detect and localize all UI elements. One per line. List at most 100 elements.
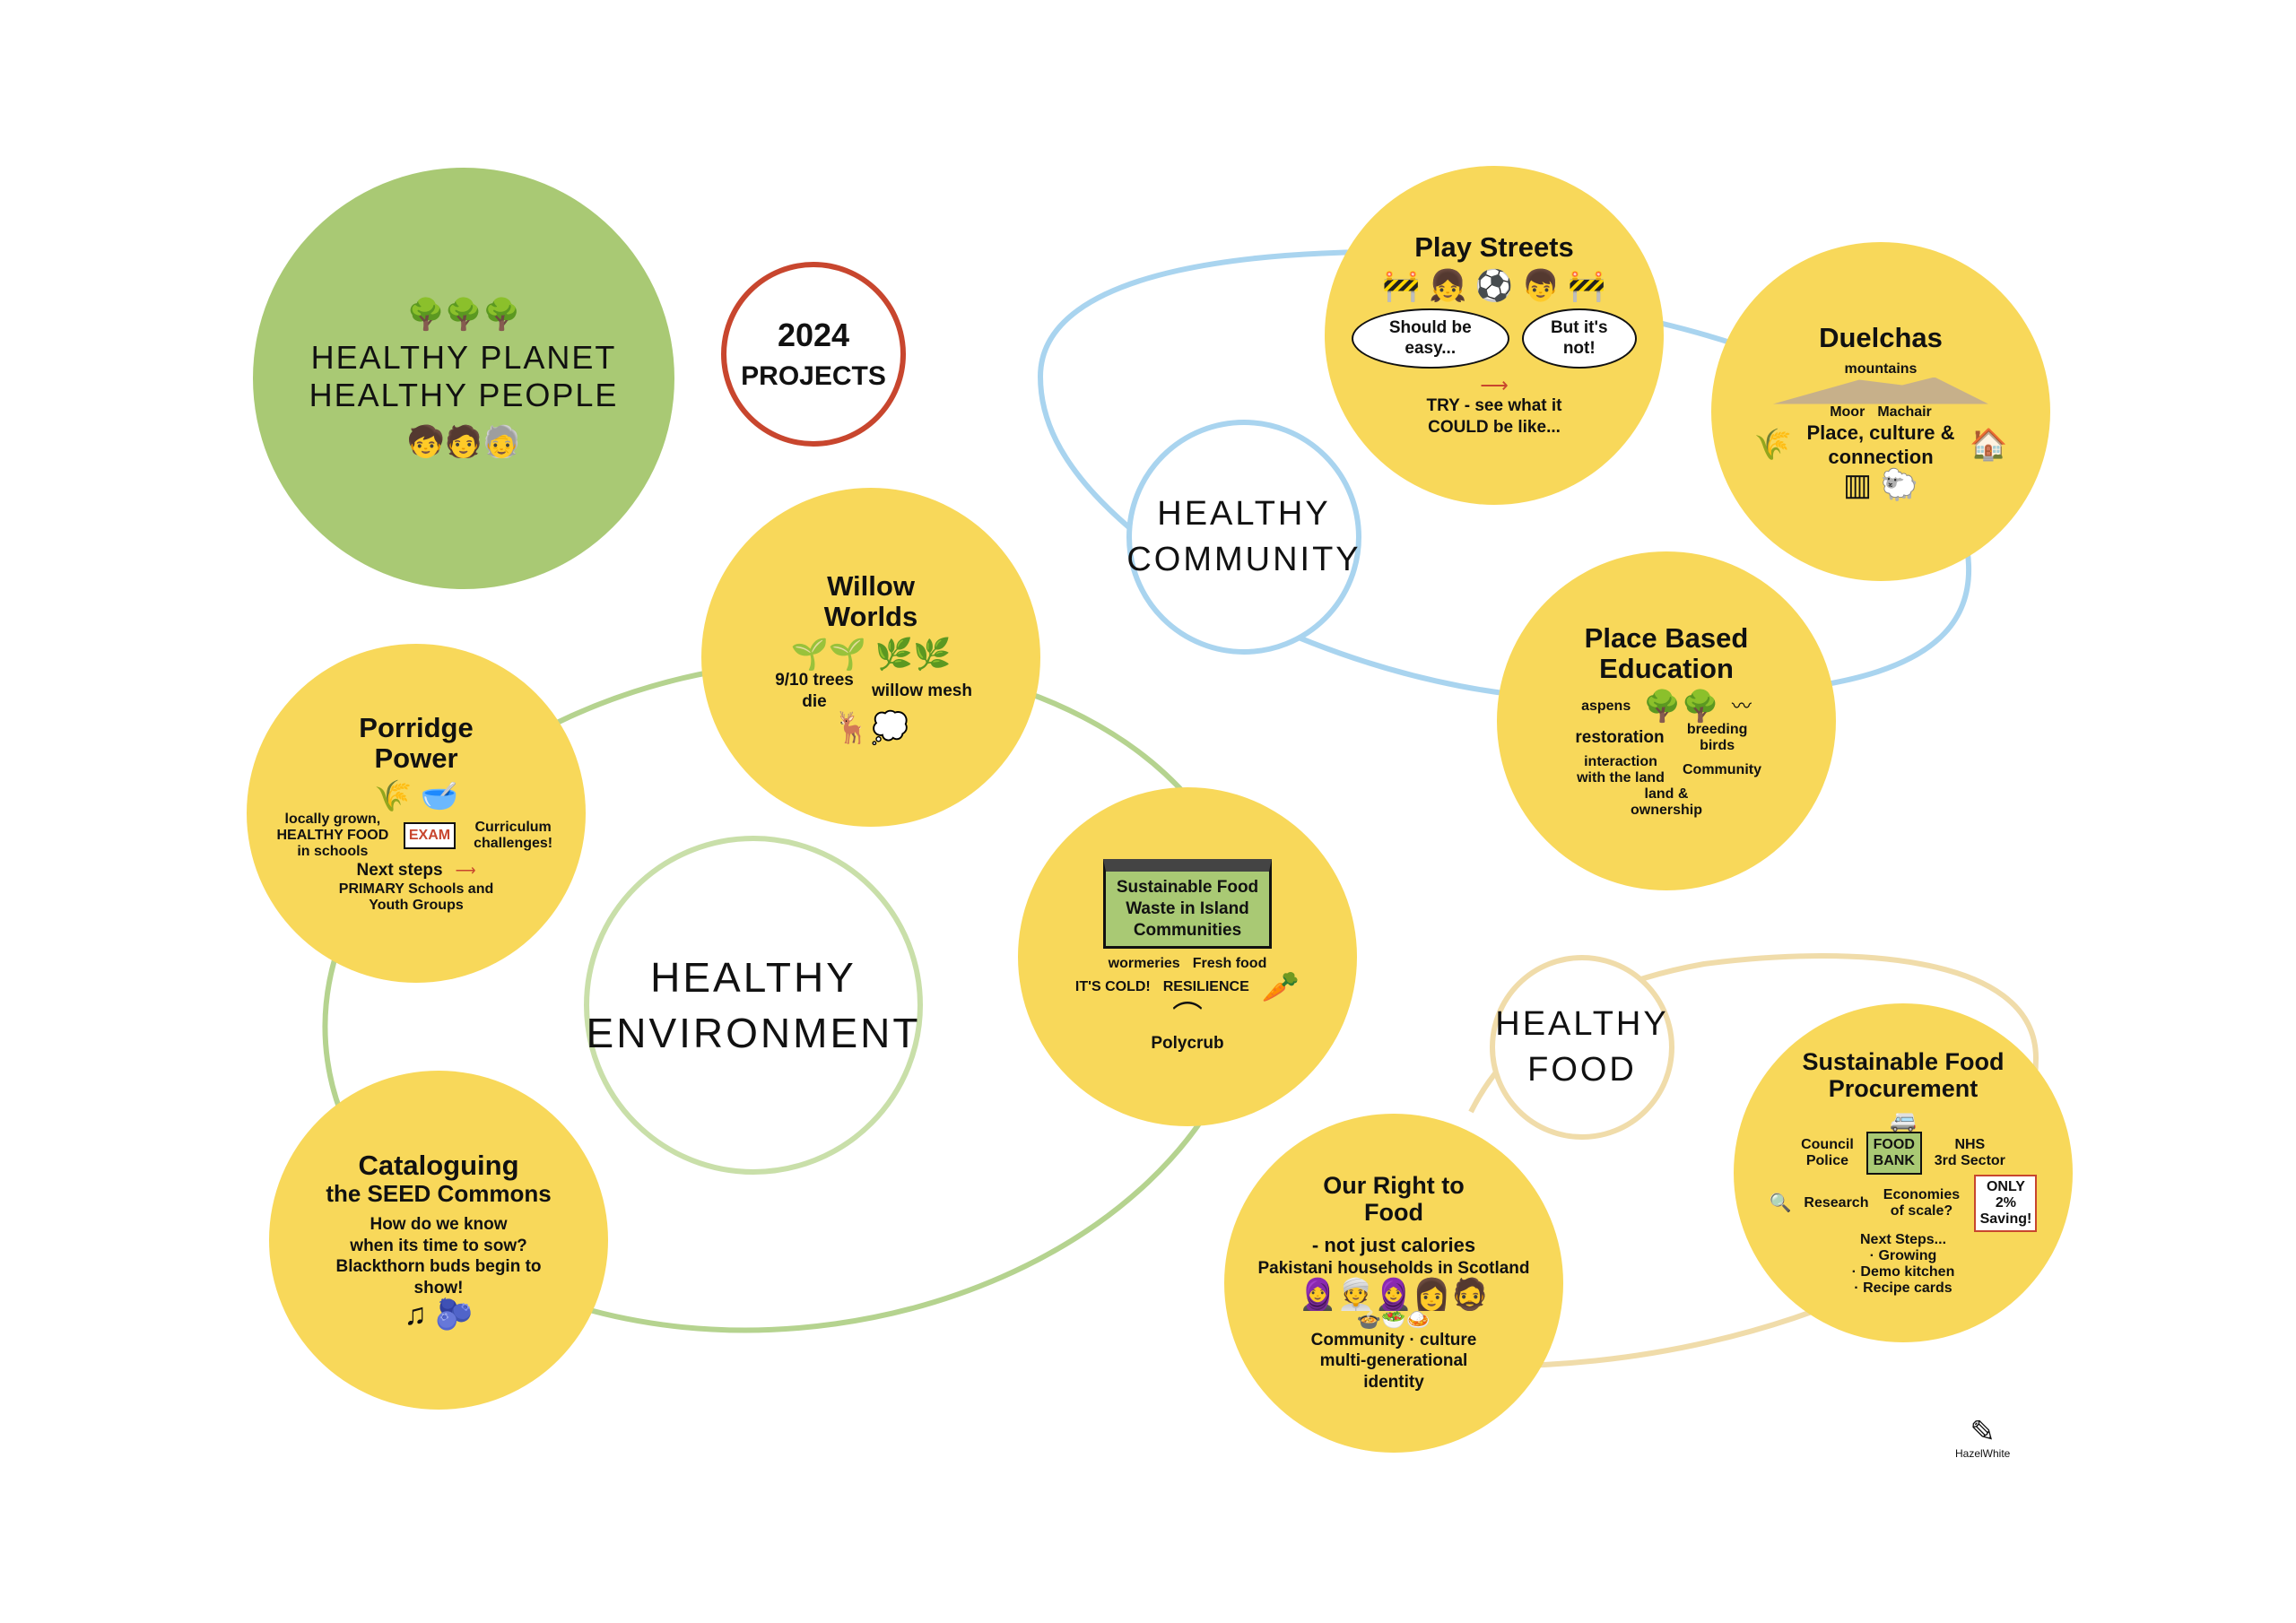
project-porridge-power: Porridge Power 🌾 🥣 locally grown, HEALTH… <box>247 644 586 983</box>
music-note-blackthorn-icon: ♫ 🫐 <box>404 1297 474 1332</box>
question: when its time to sow? <box>350 1236 527 1255</box>
label: wormeries <box>1108 956 1180 972</box>
project-title: Porridge Power <box>359 712 474 775</box>
signature-text: HazelWhite <box>1955 1447 2011 1460</box>
project-title: Cataloguing <box>358 1150 519 1182</box>
speech-bubble: But it's not! <box>1521 308 1637 369</box>
label: land & ownership <box>1630 786 1702 819</box>
project-willow-worlds: Willow Worlds 🌱🌱 🌿🌿 9/10 trees die willow… <box>701 488 1040 827</box>
exam-paper-icon: EXAM <box>403 822 457 850</box>
note: Place, culture & connection <box>1806 421 1955 469</box>
project-title: the SEED Commons <box>326 1180 552 1208</box>
label: Machair <box>1877 404 1932 420</box>
hub-line2: FOOD <box>1527 1051 1637 1089</box>
arrow-icon: ⟶ <box>455 864 476 880</box>
deer-icon: 🦌💭 <box>832 710 909 745</box>
label: Research <box>1804 1194 1869 1211</box>
list-item: · Growing <box>1869 1247 1937 1263</box>
trees-icon: 🌳🌳 <box>1643 690 1719 725</box>
project-title: Play Streets <box>1414 231 1574 264</box>
polycrub-icon: ⌒ <box>1172 1001 1203 1036</box>
family-meal-icon: 🧕👳🧕👩🧔 <box>1299 1277 1489 1312</box>
project-title: Place Based Education <box>1584 621 1749 684</box>
note: TRY - see what it <box>1426 396 1562 416</box>
label: Community · culture <box>1310 1330 1477 1350</box>
hub-healthy-environment: HEALTHY ENVIRONMENT <box>584 836 923 1175</box>
project-title: Our Right to Food <box>1323 1172 1465 1226</box>
dishes-icon: 🍲🥗🍛 <box>1356 1307 1431 1331</box>
project-title: Sustainable Food Procurement <box>1802 1048 2005 1102</box>
mountain-icon <box>1773 377 1988 404</box>
question: show! <box>413 1279 464 1298</box>
label: restoration <box>1575 728 1665 748</box>
people-icon: 🧒🧑🧓 <box>406 425 521 459</box>
label: Fresh food <box>1192 956 1267 972</box>
hub-healthy-community: HEALTHY COMMUNITY <box>1126 420 1361 655</box>
hub-line2: COMMUNITY <box>1126 541 1361 578</box>
birds-icon: 〰 <box>1731 695 1752 718</box>
label: IT'S COLD! <box>1074 979 1151 995</box>
saving-burst: ONLY 2% Saving! <box>1974 1174 2038 1232</box>
list-item: · Demo kitchen <box>1851 1263 1955 1280</box>
pencil-icon: ✎ <box>1970 1415 1996 1449</box>
badge-year: 2024 <box>777 317 850 353</box>
healthy-planet-circle: 🌳🌳🌳 HEALTHY PLANET HEALTHY PEOPLE 🧒🧑🧓 <box>253 168 674 589</box>
label: Moor <box>1830 404 1866 420</box>
hub-line1: HEALTHY <box>1495 1004 1669 1043</box>
project-place-based-education: Place Based Education aspens 🌳🌳 〰 restorat… <box>1497 551 1836 890</box>
label: Next Steps... <box>1859 1231 1947 1247</box>
label: identity <box>1363 1373 1424 1393</box>
label: breeding birds <box>1686 722 1748 754</box>
label: Pakistani households in Scotland <box>1257 1258 1530 1278</box>
oats-bowl-icon: 🌾 🥣 <box>373 779 459 814</box>
food-bank-icon: FOOD BANK <box>1866 1131 1922 1175</box>
hub-healthy-food: HEALTHY FOOD <box>1490 955 1674 1140</box>
saplings-icon: 🌱🌱 🌿🌿 <box>790 638 952 673</box>
badge-label: PROJECTS <box>741 361 886 391</box>
label: NHS <box>1954 1136 1986 1152</box>
children-playing-icon: 🚧 👧 ⚽ 👦 🚧 <box>1382 268 1606 303</box>
sheep-icon: ▥ 🐑 <box>1843 467 1918 502</box>
magnifier-icon: 🔍 <box>1769 1193 1792 1213</box>
label: RESILIENCE <box>1162 979 1249 995</box>
list-item: · Recipe cards <box>1854 1280 1952 1296</box>
question: Blackthorn buds begin to <box>335 1257 542 1277</box>
label: 3rd Sector <box>1934 1152 2005 1168</box>
hub-line1: HEALTHY <box>1157 494 1331 533</box>
house-icon: 🏠 <box>1970 428 2008 463</box>
artist-signature: ✎ HazelWhite <box>1955 1417 2010 1460</box>
trees-icon: 🌳🌳🌳 <box>406 298 521 332</box>
label: mountains <box>1844 360 1918 377</box>
label: PRIMARY Schools and Youth Groups <box>338 881 494 913</box>
label: locally grown, HEALTHY FOOD in schools <box>276 812 389 860</box>
note: COULD be like... <box>1428 417 1561 437</box>
project-right-to-food: Our Right to Food - not just calories Pa… <box>1224 1114 1563 1453</box>
label: interaction with the land <box>1577 754 1665 786</box>
label: 9/10 trees die <box>775 671 854 712</box>
speech-bubble: Should be easy... <box>1352 308 1509 369</box>
carrot-icon: 🥕 <box>1261 970 1300 1005</box>
label: aspens <box>1581 699 1631 715</box>
project-title: Sustainable Food Waste in Island Communi… <box>1103 859 1272 950</box>
hub-line2: ENVIRONMENT <box>586 1010 921 1056</box>
arrow-icon: ⟶ <box>1480 374 1509 397</box>
label: Polycrub <box>1151 1034 1224 1054</box>
project-play-streets: Play Streets 🚧 👧 ⚽ 👦 🚧 Should be easy...… <box>1325 166 1664 505</box>
label: Council <box>1801 1136 1854 1152</box>
label: Next steps <box>356 861 443 881</box>
label: willow mesh <box>872 681 972 701</box>
label: Curriculum challenges! <box>474 820 553 852</box>
title-line1: HEALTHY PLANET <box>310 339 617 376</box>
project-title: Duelchas <box>1819 322 1943 354</box>
hub-line1: HEALTHY <box>650 953 857 1001</box>
label: Police <box>1805 1152 1848 1168</box>
project-title: Willow Worlds <box>823 570 918 633</box>
question: How do we know <box>370 1214 508 1234</box>
label: multi-generational <box>1319 1351 1468 1371</box>
label: - not just calories <box>1311 1234 1476 1257</box>
